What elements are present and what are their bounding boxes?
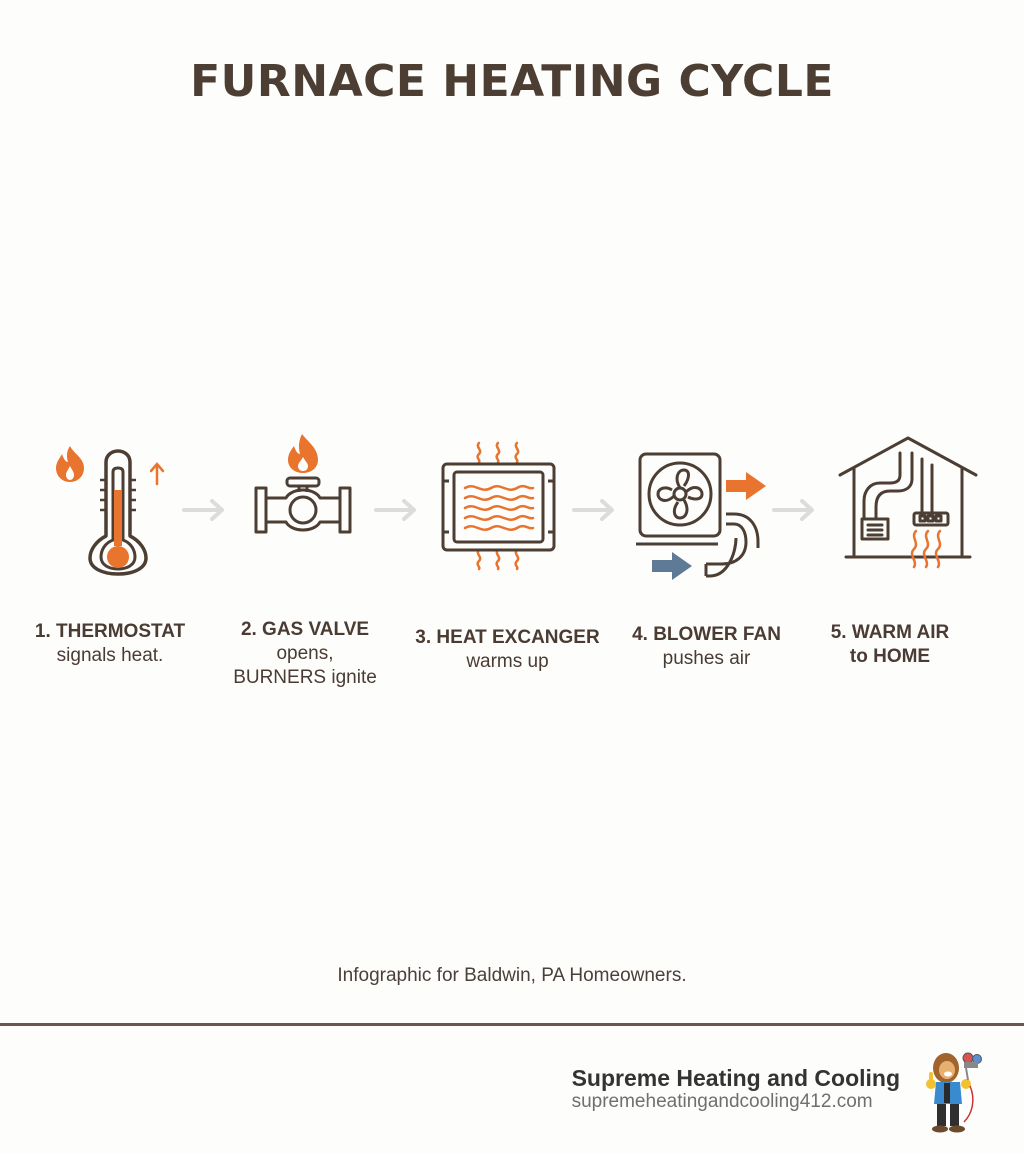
- step-5-title: 5. WARM AIR: [830, 622, 950, 643]
- flame-icon: [56, 446, 84, 482]
- page-title: FURNACE HEATING CYCLE: [190, 56, 834, 107]
- step-4-text: pushes air: [662, 648, 751, 669]
- step-3-title: 3. HEAT EXCANGER: [415, 627, 600, 648]
- heat-exchanger-icon: [441, 440, 559, 572]
- step-5-label: 5. WARM AIR to HOME: [816, 621, 964, 669]
- brand-block: Supreme Heating and Cooling supremeheati…: [572, 1065, 900, 1113]
- step-4-title: 4. BLOWER FAN: [632, 624, 781, 645]
- thermometer-icon: [52, 440, 182, 580]
- flow-arrow-2-icon: [374, 498, 418, 527]
- warm-air-arrow-icon: [726, 472, 766, 500]
- caption: Infographic for Baldwin, PA Homeowners.: [337, 965, 687, 986]
- flow-arrow-1-icon: [182, 498, 226, 527]
- step-1-text: signals heat.: [56, 645, 164, 666]
- step-1-title: 1. THERMOSTAT: [34, 621, 186, 642]
- step-5-text: to HOME: [849, 646, 931, 667]
- flow-arrow-3-icon: [572, 498, 616, 527]
- house-ducts-icon: [838, 435, 980, 573]
- lion-mascot-icon: [926, 1050, 982, 1139]
- step-2-text-2: BURNERS ignite: [233, 667, 377, 688]
- brand-url[interactable]: supremeheatingandcooling412.com: [571, 1091, 873, 1112]
- step-2-title: 2. GAS VALVE: [240, 619, 370, 640]
- flow-arrow-4-icon: [772, 498, 816, 527]
- step-3-text: warms up: [466, 651, 549, 672]
- step-2-label: 2. GAS VALVE opens, BURNERS ignite: [210, 618, 400, 690]
- cool-air-arrow-icon: [652, 552, 692, 580]
- step-3-label: 3. HEAT EXCANGER warms up: [400, 626, 615, 674]
- step-1-label: 1. THERMOSTAT signals heat.: [20, 620, 200, 668]
- brand-name: Supreme Heating and Cooling: [571, 1065, 900, 1091]
- step-2-text-1: opens,: [276, 643, 334, 664]
- gas-valve-icon: [254, 432, 354, 537]
- blower-fan-icon: [636, 452, 771, 582]
- footer-divider: [0, 1023, 1024, 1026]
- step-4-label: 4. BLOWER FAN pushes air: [614, 623, 799, 671]
- up-arrow-icon: [149, 462, 165, 486]
- flame-icon: [288, 434, 318, 473]
